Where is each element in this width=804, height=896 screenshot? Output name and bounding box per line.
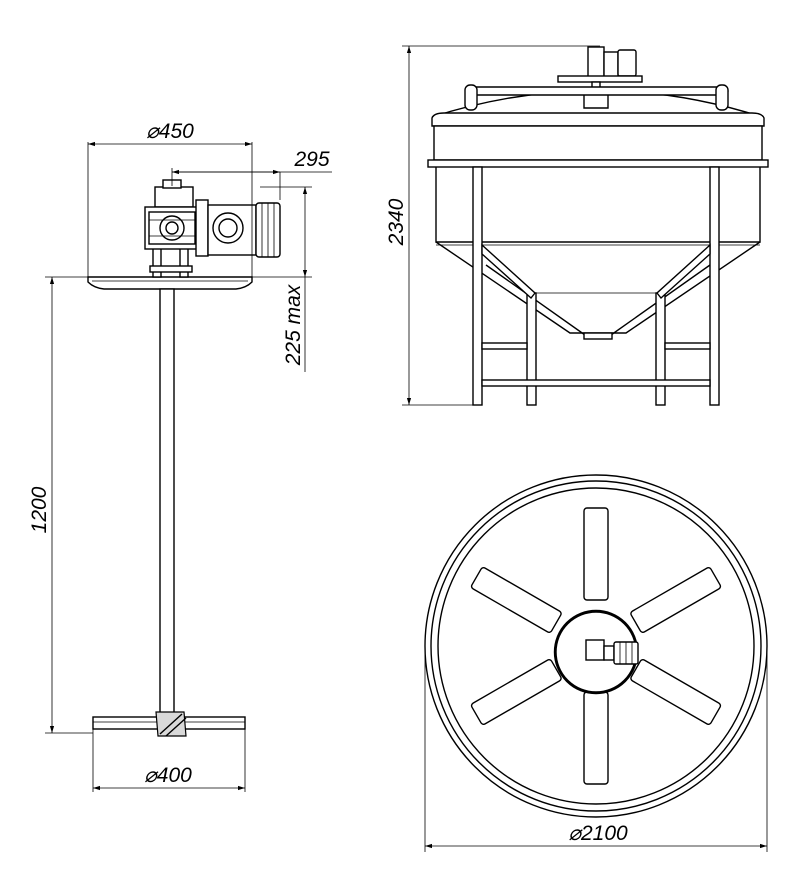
- top-motor: [557, 46, 643, 109]
- gearbox: [144, 179, 201, 250]
- impeller-blades: [470, 507, 722, 785]
- tank-leg: [655, 292, 666, 406]
- top-view-motor: [585, 639, 639, 665]
- motor-flange: [195, 199, 209, 257]
- tank-height-dimension: 2340: [385, 45, 600, 406]
- mixer-shaft: [159, 288, 175, 718]
- dim-motor-height: 225 max: [282, 283, 305, 366]
- tank-leg: [709, 166, 720, 406]
- tank-side-view: [427, 46, 769, 406]
- tank-top-view: [424, 474, 768, 818]
- dim-tank-diameter: ⌀2100: [568, 822, 628, 845]
- left-dimensions: ⌀450 295 225 max 1200 ⌀400: [28, 120, 332, 792]
- dim-impeller-diameter: ⌀400: [144, 764, 192, 787]
- dim-shaft-disk-diameter: ⌀450: [146, 120, 194, 143]
- tank-diameter-dimension: ⌀2100: [424, 646, 768, 852]
- dim-motor-offset: 295: [293, 148, 329, 171]
- dim-tank-height: 2340: [385, 198, 408, 246]
- mixer-side-view: [87, 179, 281, 737]
- tank-inner-wall: [437, 487, 755, 805]
- impeller: [92, 711, 246, 737]
- motor: [207, 202, 281, 258]
- mounting-disk: [87, 276, 253, 290]
- dim-shaft-length: 1200: [28, 486, 51, 533]
- tank-leg: [526, 292, 537, 406]
- tank-leg: [472, 166, 483, 406]
